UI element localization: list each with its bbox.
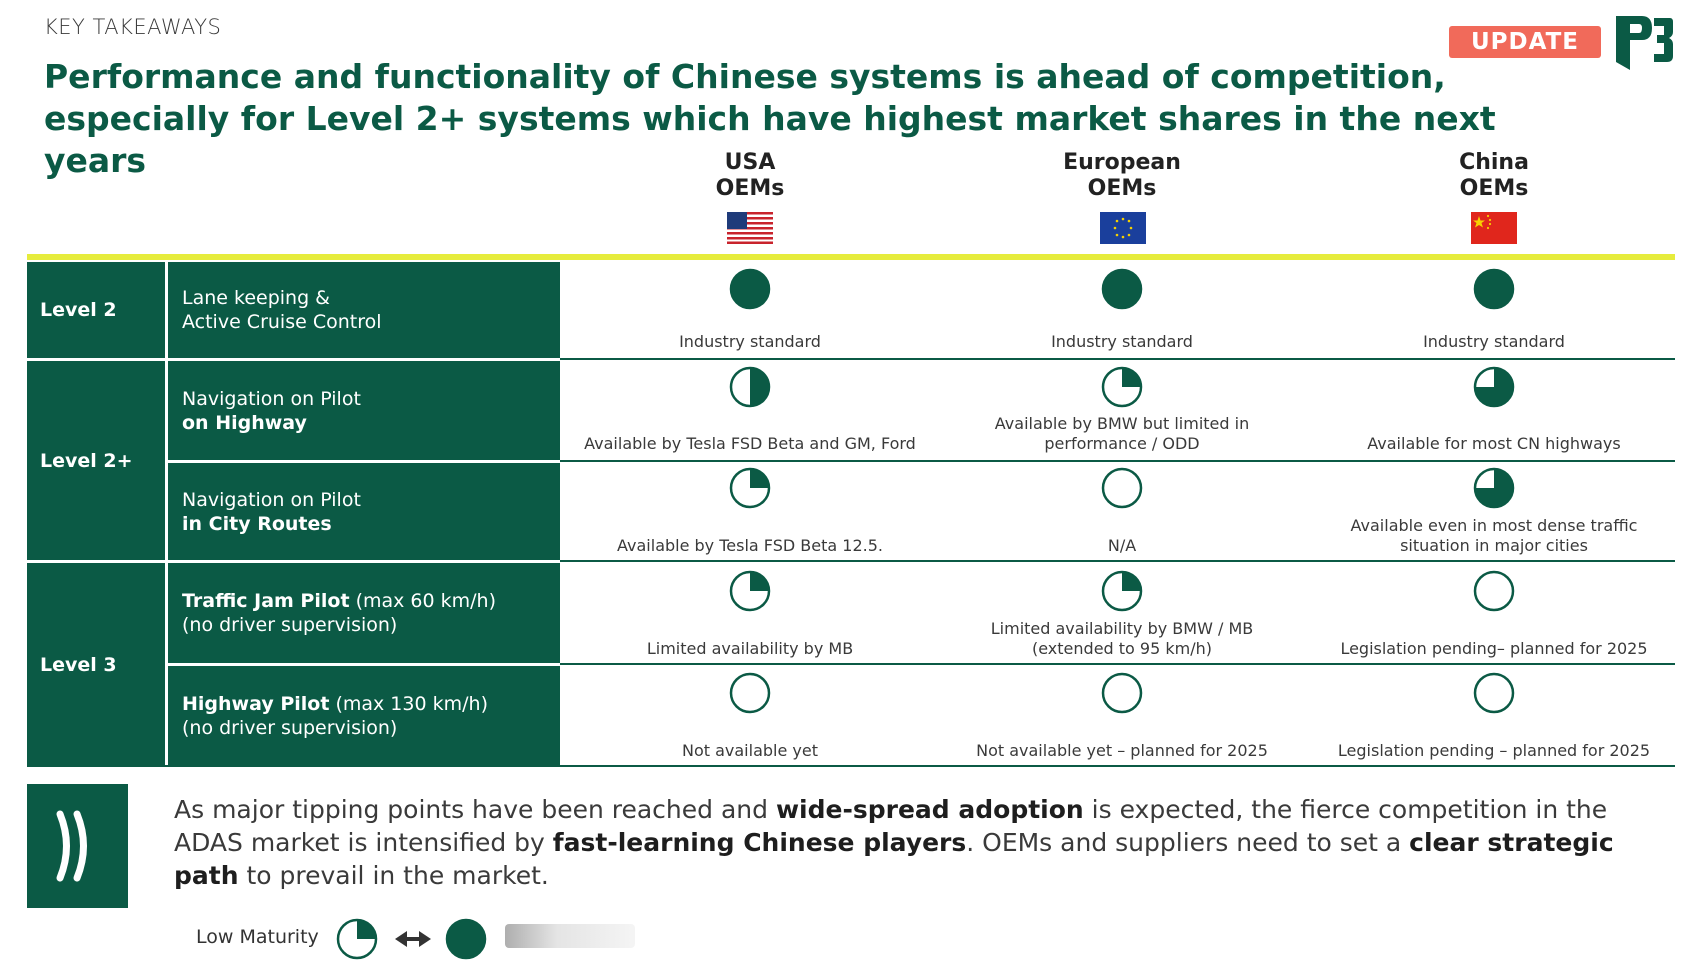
double-chevron-icon bbox=[56, 810, 87, 882]
feature-text: (no driver supervision) bbox=[182, 717, 398, 739]
legend-low-maturity-icon bbox=[336, 918, 378, 960]
feature-lane-keeping: Lane keeping & Active Cruise Control bbox=[168, 262, 560, 358]
maturity-icon bbox=[1101, 672, 1143, 714]
callout-marker bbox=[27, 784, 128, 908]
feature-text: Highway Pilot (max 130 km/h) bbox=[182, 692, 560, 716]
maturity-icon bbox=[729, 366, 771, 408]
feature-text: on Highway bbox=[182, 411, 307, 434]
double-arrow-icon bbox=[395, 931, 431, 947]
maturity-icon bbox=[1101, 467, 1143, 509]
maturity-icon bbox=[1101, 268, 1143, 310]
maturity-description: Available by Tesla FSD Beta 12.5. bbox=[617, 536, 883, 555]
maturity-icon bbox=[729, 570, 771, 612]
maturity-description: Available by Tesla FSD Beta and GM, Ford bbox=[584, 434, 916, 453]
maturity-icon bbox=[1473, 467, 1515, 509]
usa-flag-icon bbox=[727, 212, 773, 244]
column-header-line: China bbox=[1459, 150, 1529, 175]
callout-segment: is expected, the fierce competition in t… bbox=[174, 795, 1608, 857]
feature-text: Lane keeping & bbox=[182, 287, 331, 309]
maturity-description: Limited availability by BMW / MB (extend… bbox=[990, 619, 1254, 658]
maturity-icon bbox=[729, 268, 771, 310]
level-3-label: Level 3 bbox=[27, 563, 165, 766]
maturity-icon bbox=[729, 467, 771, 509]
eu-flag-icon bbox=[1100, 212, 1146, 244]
section-kicker: KEY TAKEAWAYS bbox=[44, 15, 222, 39]
maturity-description: Industry standard bbox=[1423, 332, 1565, 351]
column-header-line: USA bbox=[724, 150, 776, 175]
feature-text-rest: (max 130 km/h) bbox=[329, 693, 488, 715]
feature-nop-city: Navigation on Pilot in City Routes bbox=[168, 463, 560, 560]
row-divider bbox=[560, 358, 1675, 360]
maturity-description: Limited availability by MB bbox=[646, 639, 854, 658]
feature-text: in City Routes bbox=[182, 512, 332, 535]
callout-segment: . OEMs and suppliers need to set a bbox=[966, 828, 1410, 857]
china-flag-icon bbox=[1471, 212, 1517, 244]
callout-segment: to prevail in the market. bbox=[238, 861, 549, 890]
p3-logo-icon bbox=[1616, 16, 1673, 70]
page-title: Performance and functionality of Chinese… bbox=[44, 57, 1496, 180]
level-label-text: Level 3 bbox=[40, 653, 117, 676]
feature-traffic-jam-pilot: Traffic Jam Pilot (max 60 km/h) (no driv… bbox=[168, 563, 560, 663]
callout-segment: As major tipping points have been reache… bbox=[174, 795, 776, 824]
feature-text-rest: (max 60 km/h) bbox=[349, 590, 497, 612]
callout-text: As major tipping points have been reache… bbox=[174, 793, 1674, 892]
maturity-description: Legislation pending – planned for 2025 bbox=[1337, 741, 1651, 760]
row-divider bbox=[560, 560, 1675, 562]
feature-text: Traffic Jam Pilot (max 60 km/h) bbox=[182, 589, 560, 613]
maturity-description: Available by BMW but limited in performa… bbox=[994, 414, 1250, 453]
level-label-text: Level 2 bbox=[40, 299, 117, 321]
maturity-description: Industry standard bbox=[1051, 332, 1193, 351]
update-badge: UPDATE bbox=[1449, 26, 1601, 58]
row-divider bbox=[560, 460, 1675, 462]
column-header-china: China OEMs bbox=[1344, 150, 1644, 202]
column-header-line: OEMs bbox=[1087, 176, 1157, 201]
callout-emphasis: fast-learning Chinese players bbox=[552, 828, 967, 857]
callout-emphasis: wide-spread adoption bbox=[775, 795, 1084, 824]
feature-nop-highway: Navigation on Pilot on Highway bbox=[168, 361, 560, 460]
table-bottom-divider bbox=[27, 765, 1675, 767]
feature-text-bold: Traffic Jam Pilot bbox=[182, 590, 350, 612]
feature-text: Navigation on Pilot bbox=[182, 387, 361, 410]
column-header-line: European bbox=[1063, 150, 1181, 175]
column-header-line: OEMs bbox=[1459, 176, 1529, 201]
feature-text-bold: Highway Pilot bbox=[182, 693, 330, 715]
row-divider bbox=[560, 663, 1675, 665]
maturity-description: Industry standard bbox=[679, 332, 821, 351]
maturity-icon bbox=[1473, 672, 1515, 714]
maturity-description: Available even in most dense traffic sit… bbox=[1350, 516, 1638, 555]
maturity-description: Legislation pending– planned for 2025 bbox=[1340, 639, 1648, 658]
column-header-line: OEMs bbox=[715, 176, 785, 201]
level-2-label: Level 2 bbox=[27, 262, 165, 358]
maturity-icon bbox=[729, 672, 771, 714]
feature-text: Navigation on Pilot bbox=[182, 488, 361, 511]
callout-emphasis: clear strategic path bbox=[174, 828, 1614, 890]
feature-text: (no driver supervision) bbox=[182, 614, 398, 636]
feature-highway-pilot: Highway Pilot (max 130 km/h) (no driver … bbox=[168, 666, 560, 766]
maturity-icon bbox=[1473, 268, 1515, 310]
header-divider bbox=[27, 254, 1675, 260]
legend-high-maturity-icon bbox=[445, 918, 487, 960]
maturity-icon bbox=[1473, 366, 1515, 408]
maturity-icon bbox=[1473, 570, 1515, 612]
level-label-text: Level 2+ bbox=[40, 449, 133, 472]
maturity-description: Not available yet – planned for 2025 bbox=[976, 741, 1268, 760]
column-header-europe: European OEMs bbox=[972, 150, 1272, 202]
legend-low-label: Low Maturity bbox=[196, 926, 319, 948]
maturity-description: Available for most CN highways bbox=[1367, 434, 1621, 453]
blurred-label bbox=[505, 924, 635, 948]
maturity-description: N/A bbox=[1107, 536, 1137, 555]
maturity-icon bbox=[1101, 570, 1143, 612]
feature-text: Active Cruise Control bbox=[182, 311, 382, 333]
maturity-description: Not available yet bbox=[681, 741, 818, 760]
level-2plus-label: Level 2+ bbox=[27, 361, 165, 560]
maturity-icon bbox=[1101, 366, 1143, 408]
column-header-usa: USA OEMs bbox=[600, 150, 900, 202]
